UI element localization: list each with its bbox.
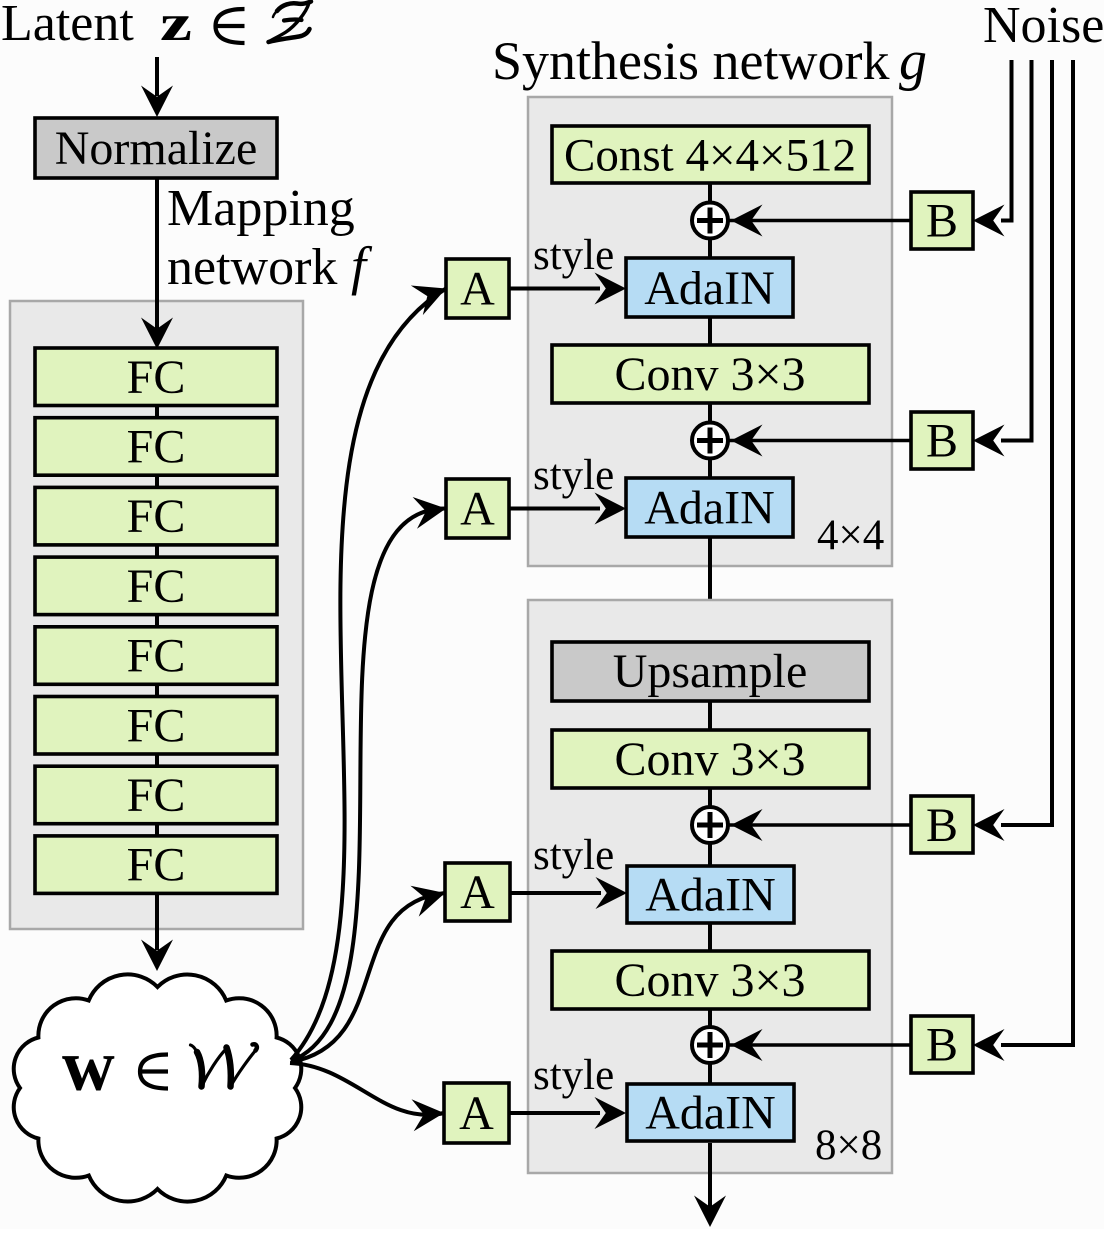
svg-text:4×4: 4×4 [817,512,884,559]
svg-text:AdaIN: AdaIN [644,482,775,535]
svg-text:FC: FC [127,839,186,892]
svg-text:Conv 3×3: Conv 3×3 [614,954,805,1007]
svg-text:Mapping: Mapping [167,180,355,237]
svg-text:B: B [926,195,958,248]
svg-text:style: style [533,1052,614,1099]
svg-text:FC: FC [127,351,186,404]
svg-text:A: A [460,866,495,919]
svg-text:A: A [459,1087,494,1140]
svg-text:Conv 3×3: Conv 3×3 [614,348,805,401]
svg-text:Conv 3×3: Conv 3×3 [614,733,805,786]
svg-text:FC: FC [127,769,186,822]
svg-text:FC: FC [127,490,186,543]
svg-text:style: style [533,832,614,879]
svg-text:B: B [926,1019,958,1072]
svg-text:FC: FC [127,560,186,613]
svg-text:style: style [533,232,614,279]
svg-text:8×8: 8×8 [815,1122,882,1169]
svg-text:Noise: Noise [983,0,1104,54]
svg-text:w: w [62,1025,115,1106]
svg-text:Upsample: Upsample [613,645,808,698]
svg-text:B: B [926,799,958,852]
svg-text:B: B [926,415,958,468]
svg-text:FC: FC [127,420,186,473]
svg-text:Normalize: Normalize [55,122,258,175]
svg-text:Const 4×4×512: Const 4×4×512 [564,130,856,182]
svg-text:g: g [899,30,927,92]
svg-text:AdaIN: AdaIN [645,1087,776,1140]
svg-text:Latent: Latent [1,0,134,52]
svg-text:A: A [460,483,495,536]
svg-text:FC: FC [127,699,186,752]
svg-text:style: style [533,452,614,499]
svg-text:Synthesis network: Synthesis network [492,31,890,91]
svg-text:AdaIN: AdaIN [645,869,776,922]
svg-text:FC: FC [127,630,186,683]
svg-text:network: network [167,239,337,296]
svg-text:AdaIN: AdaIN [644,262,775,315]
svg-text:z: z [160,0,192,52]
svg-text:A: A [460,263,495,316]
